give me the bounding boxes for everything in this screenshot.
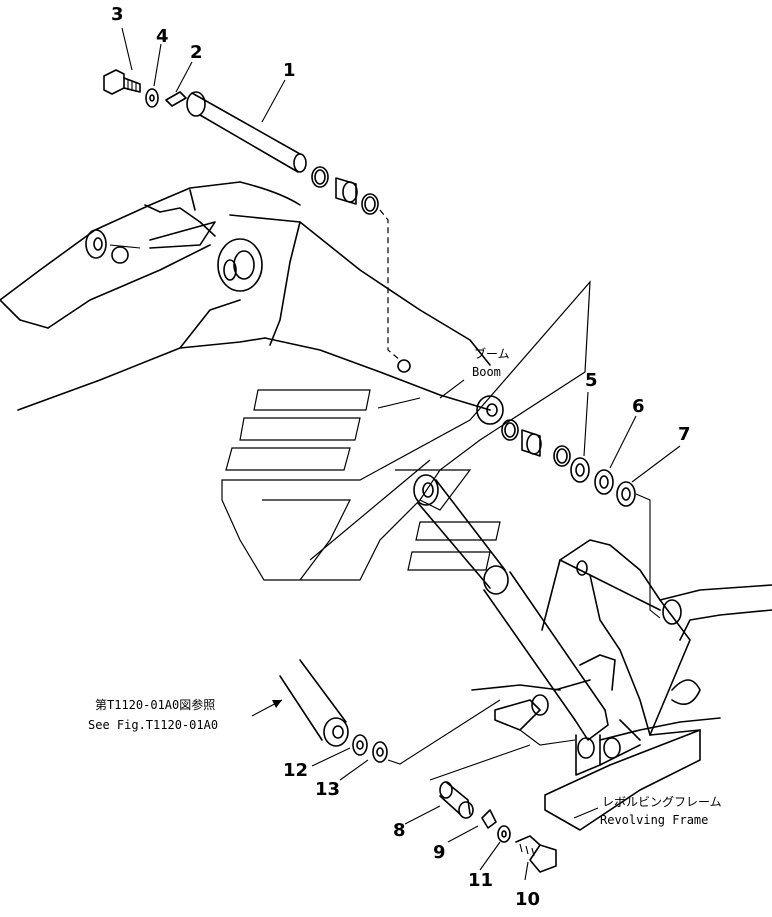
lower-cylinder-end [279, 659, 576, 765]
callout-8: 8 [393, 820, 406, 841]
callout-5: 5 [585, 370, 598, 391]
ref-label-en: See Fig.T1120-01A0 [88, 718, 218, 732]
top-pin-assembly [103, 69, 411, 373]
callout-10: 10 [515, 889, 540, 910]
callout-13: 13 [315, 779, 340, 800]
middle-bushings [501, 419, 661, 619]
callout-leaders [121, 27, 681, 881]
boom-label-jp: ブーム [474, 346, 510, 361]
callout-11: 11 [468, 870, 493, 891]
callout-numbers: 1 2 3 4 5 6 7 8 9 10 11 12 13 [111, 4, 691, 910]
callout-3: 3 [111, 4, 124, 25]
text-labels: ブーム Boom 第T1120-01A0図参照 See Fig.T1120-01… [88, 346, 722, 827]
frame-label-en: Revolving Frame [600, 813, 708, 827]
bottom-pin-assembly [429, 744, 557, 873]
frame-bracket [541, 539, 772, 831]
callout-6: 6 [632, 396, 645, 417]
callout-7: 7 [678, 424, 691, 445]
callout-12: 12 [283, 760, 308, 781]
boom [0, 181, 504, 425]
callout-4: 4 [156, 26, 169, 47]
frame-label-jp: レボルビングフレーム [602, 795, 722, 809]
callout-2: 2 [190, 42, 203, 63]
watermark-logo [221, 280, 591, 581]
callout-9: 9 [433, 842, 446, 863]
boom-cylinder [413, 474, 609, 741]
boom-label-en: Boom [472, 365, 501, 379]
callout-1: 1 [283, 60, 296, 81]
ref-label-jp: 第T1120-01A0図参照 [95, 697, 215, 712]
